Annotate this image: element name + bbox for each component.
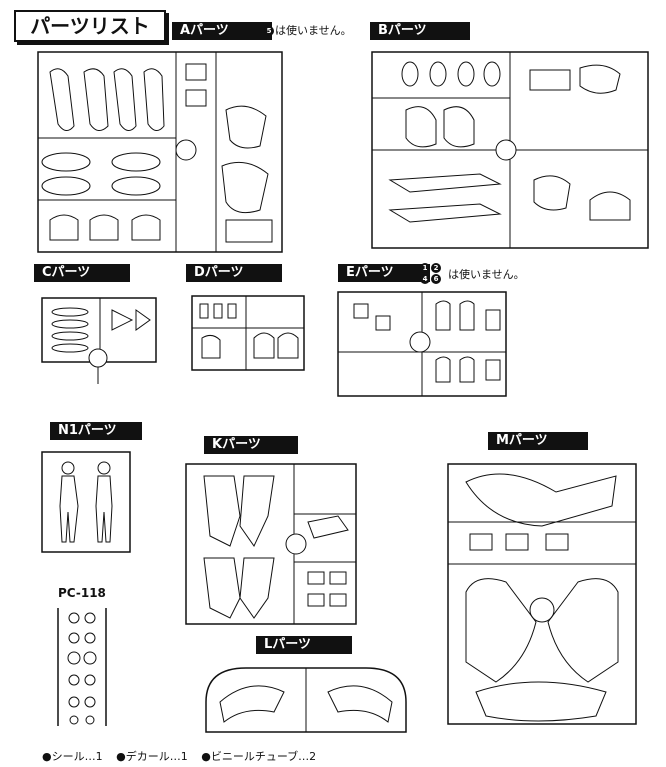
tab-l-parts: Lパーツ	[256, 636, 352, 654]
sprue-m-illustration	[447, 463, 637, 725]
sprue-n1-illustration	[41, 451, 131, 553]
tab-b-parts: Bパーツ	[370, 22, 470, 40]
unused-number-icon: 1	[420, 263, 430, 273]
accessory-seal: ●シール…1	[42, 750, 103, 763]
unused-number-icon: 2	[431, 263, 441, 273]
unused-number-icon: 4	[420, 274, 430, 284]
tab-n1-parts: N1パーツ	[50, 422, 142, 440]
tab-a-parts: Aパーツ	[172, 22, 272, 40]
accessory-vinyl-tube: ●ビニールチューブ…2	[201, 750, 317, 763]
accessories-list: ●シール…1 ●デカール…1 ●ビニールチューブ…2	[42, 748, 326, 764]
tab-k-parts: Kパーツ	[204, 436, 298, 454]
tab-e-parts: Eパーツ	[338, 264, 430, 282]
unused-number-icon: 5	[264, 26, 274, 36]
sprue-k-illustration	[185, 463, 357, 625]
tab-m-parts: Mパーツ	[488, 432, 588, 450]
tab-c-parts: Cパーツ	[34, 264, 130, 282]
tab-d-parts: Dパーツ	[186, 264, 282, 282]
sprue-e-illustration	[337, 291, 507, 397]
accessory-decal: ●デカール…1	[116, 750, 188, 763]
sprue-b-illustration	[371, 51, 649, 249]
pc-118-label: PC-118	[58, 586, 106, 600]
e-parts-note: は使いません。	[448, 268, 525, 281]
a-parts-note-text: は使いません。	[275, 24, 352, 37]
page-title: パーツリスト	[14, 10, 166, 42]
sprue-d-illustration	[191, 295, 305, 371]
sprue-l-illustration	[205, 667, 407, 733]
sprue-pc-illustration	[57, 608, 107, 726]
unused-number-icon: 6	[431, 274, 441, 284]
sprue-a-illustration	[37, 51, 283, 253]
sprue-c-illustration	[41, 297, 157, 384]
